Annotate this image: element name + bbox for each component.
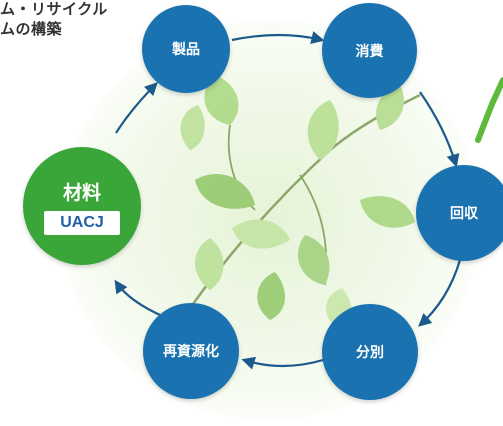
heading-line-2: ムの構築 bbox=[0, 20, 63, 38]
center-title: 材料 bbox=[62, 181, 101, 204]
node-consumption: 消費 bbox=[322, 3, 417, 98]
diagram-heading: ム・リサイクル ムの構築 bbox=[0, 0, 108, 39]
node-collection-label: 回収 bbox=[450, 206, 478, 222]
arrow-consumption-to-collection bbox=[419, 91, 460, 168]
center-material: 材料 UACJ bbox=[23, 147, 141, 265]
arrow-recycling-to-material bbox=[114, 279, 161, 316]
leaves-illustration bbox=[173, 75, 421, 331]
arrow-product-to-consumption bbox=[231, 31, 325, 44]
node-collection: 回収 bbox=[416, 165, 503, 261]
arrow-collection-to-sorting bbox=[418, 259, 462, 327]
node-product-label: 製品 bbox=[172, 42, 200, 58]
uacj-badge: UACJ bbox=[44, 210, 120, 235]
node-sorting-label: 分別 bbox=[356, 345, 384, 361]
node-recycling: 再資源化 bbox=[143, 303, 239, 399]
arrow-material-to-product bbox=[115, 82, 158, 134]
heading-line-1: ム・リサイクル bbox=[0, 0, 108, 18]
node-recycling-label: 再資源化 bbox=[163, 344, 219, 360]
node-sorting: 分別 bbox=[322, 304, 418, 400]
accent-swoosh bbox=[475, 77, 503, 143]
node-product: 製品 bbox=[142, 5, 230, 93]
arrow-sorting-to-recycling bbox=[241, 356, 324, 370]
node-consumption-label: 消費 bbox=[355, 43, 384, 60]
